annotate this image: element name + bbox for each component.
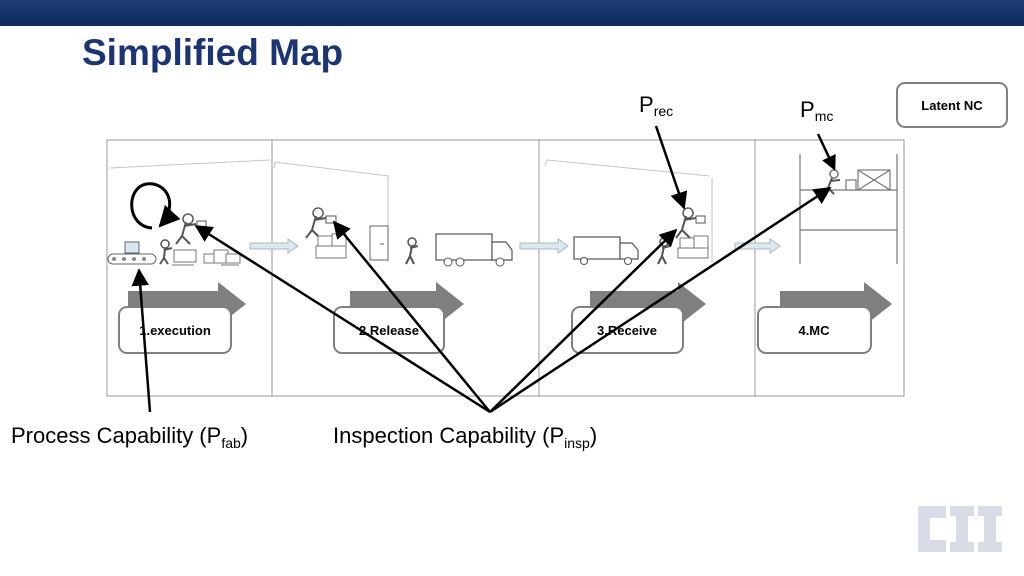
rework-loop-arrow <box>130 182 181 230</box>
release-illustration <box>305 207 419 265</box>
flow-arrows <box>249 238 781 254</box>
stage-box-mc: 4.MC <box>757 306 872 354</box>
p-mc-label: Pmc <box>800 97 834 124</box>
inspection-arrow-execution <box>194 224 491 414</box>
slide-title: Simplified Map <box>82 32 344 73</box>
p-mc-arrow <box>816 133 836 171</box>
stage-label-receive: 3.Receive <box>597 323 657 338</box>
p-rec-label: Prec <box>639 92 674 119</box>
stage-label-release: 2.Release <box>359 323 419 338</box>
inspection-arrow-receive <box>489 228 678 413</box>
stage-label-mc: 4.MC <box>798 323 830 338</box>
process-capability-label: Process Capability (Pfab) <box>11 423 249 451</box>
inspection-arrow-release <box>332 220 491 413</box>
process-capability-arrow <box>131 268 152 413</box>
inspection-capability-label: Inspection Capability (Pinsp) <box>333 423 598 451</box>
stage-box-execution: 1.execution <box>118 306 232 354</box>
cii-logo <box>918 506 1002 552</box>
header-bar <box>0 0 1024 26</box>
stage-box-release: 2.Release <box>333 306 445 354</box>
stage-box-receive: 3.Receive <box>571 306 684 354</box>
facility-outlines <box>109 159 713 262</box>
latent-nc-box: Latent NC <box>896 82 1008 128</box>
receive-illustration <box>573 207 709 265</box>
manufacturing-illustration <box>107 213 241 266</box>
stage-label-execution: 1.execution <box>139 323 211 338</box>
map-frame <box>106 139 905 397</box>
truck-1 <box>435 233 513 267</box>
p-rec-arrow <box>654 125 688 210</box>
warehouse-shelving <box>799 154 898 264</box>
annotation-arrows <box>131 125 836 414</box>
inspection-arrow-mc <box>489 186 832 414</box>
